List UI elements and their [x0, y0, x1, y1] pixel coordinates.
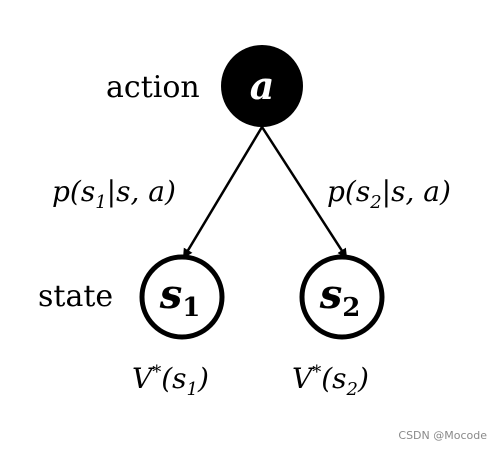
- state-node-s2-subscript: 2: [342, 293, 360, 323]
- state-node-s2-symbol: s2: [319, 271, 361, 323]
- state-node-s1-letter: s: [159, 271, 183, 318]
- edge-label-s1-subscript: 1: [95, 192, 106, 213]
- value-label-s1-suffix: ): [197, 362, 209, 395]
- state-row-label: state: [38, 279, 113, 314]
- state-node-s1: s1: [139, 254, 225, 340]
- edge-label-s2-subscript: 2: [369, 192, 381, 213]
- value-label-s2-prefix: V: [292, 362, 315, 395]
- value-label-s2-middle: (s: [321, 362, 346, 395]
- value-label-s1-subscript: 1: [187, 379, 198, 400]
- action-row-label: action: [106, 70, 200, 105]
- value-label-s2: V*(s2): [292, 362, 369, 400]
- value-label-s2-subscript: 2: [346, 379, 358, 400]
- state-node-s2: s2: [299, 254, 385, 340]
- edge-label-s2-suffix: |s, a): [382, 175, 451, 208]
- state-node-s1-subscript: 1: [182, 293, 200, 323]
- edge-label-s1-suffix: |s, a): [107, 175, 176, 208]
- state-node-s1-symbol: s1: [159, 271, 201, 323]
- state-node-s2-letter: s: [319, 271, 343, 318]
- state-node-s2-circle: [299, 254, 385, 340]
- value-label-s1-prefix: V: [132, 362, 155, 395]
- value-label-s2-suffix: ): [357, 362, 369, 395]
- value-label-s1-superscript: *: [152, 362, 161, 383]
- edge-label-s1-prefix: p(s: [52, 175, 95, 208]
- action-node-circle: [221, 45, 303, 127]
- edge-action-to-s1: [182, 126, 264, 259]
- watermark: CSDN @Mocode: [398, 429, 487, 442]
- state-node-s1-circle: [139, 254, 225, 340]
- value-label-s1-middle: (s: [161, 362, 186, 395]
- value-label-s2-superscript: *: [312, 362, 321, 383]
- edge-label-s1: p(s1|s, a): [52, 175, 176, 213]
- value-label-s1: V*(s1): [132, 362, 209, 400]
- edge-label-s2: p(s2|s, a): [327, 175, 451, 213]
- edge-label-s2-prefix: p(s: [327, 175, 370, 208]
- action-node: a: [221, 45, 303, 127]
- action-node-symbol: a: [250, 63, 275, 108]
- edge-action-to-s2: [260, 126, 348, 259]
